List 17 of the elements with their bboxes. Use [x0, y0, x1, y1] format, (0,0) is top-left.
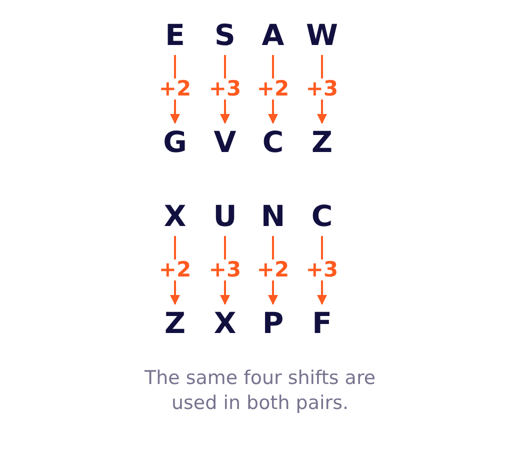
letter: G	[158, 126, 192, 158]
letter: V	[208, 126, 242, 158]
letter: F	[305, 307, 339, 339]
letter: W	[305, 19, 339, 51]
letter: Z	[305, 126, 339, 158]
letter: C	[256, 126, 290, 158]
letter: A	[256, 19, 290, 51]
letter: C	[305, 200, 339, 232]
letter: P	[256, 307, 290, 339]
letter: E	[158, 19, 192, 51]
caption: The same four shifts are used in both pairs.	[143, 366, 377, 416]
letter: N	[256, 200, 290, 232]
letter: U	[208, 200, 242, 232]
letter: X	[158, 200, 192, 232]
letter: S	[208, 19, 242, 51]
letter: X	[208, 307, 242, 339]
letter: Z	[158, 307, 192, 339]
